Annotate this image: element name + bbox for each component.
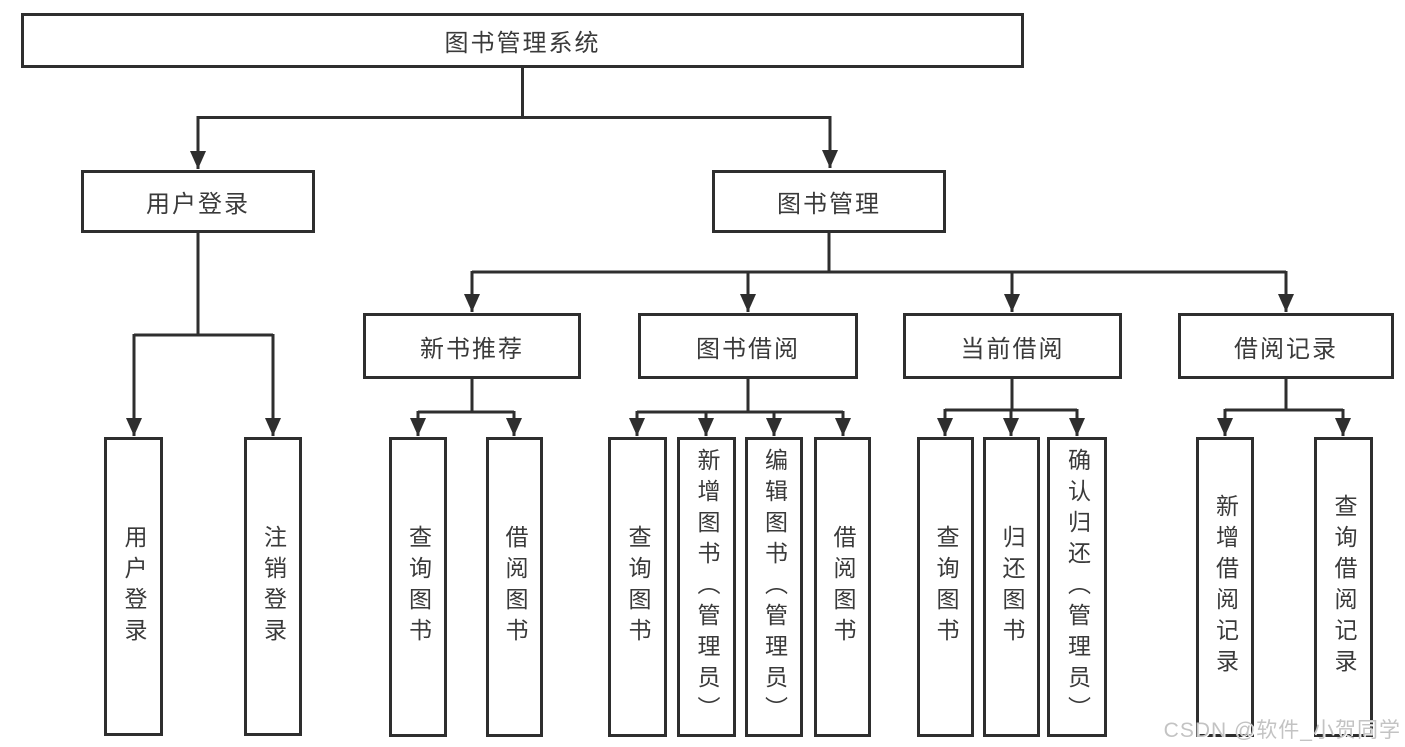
node-borrow-records-label: 借阅记录: [1234, 335, 1338, 363]
edge-book-mgmt-branch: [472, 233, 1286, 274]
node-new-book-rec-label: 新书推荐: [420, 335, 524, 363]
node-leaf-borrow-book-1: 借阅图书: [486, 437, 543, 737]
node-leaf-query-book-2-label: 查询图书: [625, 525, 651, 649]
node-leaf-edit-book-label: 编辑图书（管理员）: [761, 447, 788, 727]
node-book-mgmt: 图书管理: [712, 170, 946, 233]
node-borrow-records: 借阅记录: [1178, 313, 1394, 379]
node-user-login-label: 用户登录: [146, 191, 250, 218]
node-leaf-edit-book: 编辑图书（管理员）: [745, 437, 803, 737]
node-book-borrow-label: 图书借阅: [696, 335, 800, 363]
node-user-login: 用户登录: [81, 170, 315, 233]
node-leaf-borrow-book-2: 借阅图书: [814, 437, 871, 737]
node-leaf-borrow-book-1-label: 借阅图书: [502, 525, 528, 649]
node-leaf-query-book-1: 查询图书: [389, 437, 447, 737]
csdn-watermark: CSDN @软件_小贺同学: [1163, 719, 1401, 742]
node-root-label: 图书管理系统: [444, 30, 601, 57]
node-leaf-query-book-1-label: 查询图书: [405, 525, 432, 649]
node-leaf-add-borrow-record-label: 新增借阅记录: [1212, 494, 1239, 680]
edge-user-login-branch: [134, 233, 273, 337]
node-book-borrow: 图书借阅: [638, 313, 858, 379]
node-new-book-rec: 新书推荐: [363, 313, 581, 379]
edge-root-branch: [198, 68, 830, 119]
node-leaf-query-borrow-record: 查询借阅记录: [1314, 437, 1373, 737]
node-leaf-borrow-book-2-label: 借阅图书: [830, 525, 856, 649]
node-book-mgmt-label: 图书管理: [777, 191, 881, 218]
node-leaf-add-book: 新增图书（管理员）: [677, 437, 736, 737]
edge-new-book-rec-branch: [418, 379, 514, 414]
node-leaf-add-book-label: 新增图书（管理员）: [694, 447, 720, 727]
node-leaf-query-borrow-record-label: 查询借阅记录: [1331, 494, 1357, 680]
edge-borrow-records-branch: [1225, 379, 1343, 412]
edge-current-borrow-branch: [945, 379, 1077, 412]
node-current-borrow: 当前借阅: [903, 313, 1122, 379]
node-leaf-confirm-return-label: 确认归还（管理员）: [1064, 447, 1091, 727]
node-leaf-add-borrow-record: 新增借阅记录: [1196, 437, 1254, 737]
node-leaf-query-book-3: 查询图书: [917, 437, 974, 737]
node-root: 图书管理系统: [21, 13, 1024, 68]
node-leaf-logout-label: 注销登录: [260, 524, 287, 649]
node-leaf-return-book: 归还图书: [983, 437, 1040, 737]
node-leaf-user-login-label: 用户登录: [121, 524, 147, 649]
node-leaf-confirm-return: 确认归还（管理员）: [1047, 437, 1107, 737]
node-leaf-query-book-2: 查询图书: [608, 437, 667, 737]
node-leaf-logout: 注销登录: [244, 437, 302, 736]
node-leaf-return-book-label: 归还图书: [999, 525, 1025, 649]
node-leaf-query-book-3-label: 查询图书: [933, 525, 959, 649]
edge-book-borrow-branch: [637, 379, 843, 414]
node-current-borrow-label: 当前借阅: [960, 335, 1065, 363]
node-leaf-user-login: 用户登录: [104, 437, 163, 736]
